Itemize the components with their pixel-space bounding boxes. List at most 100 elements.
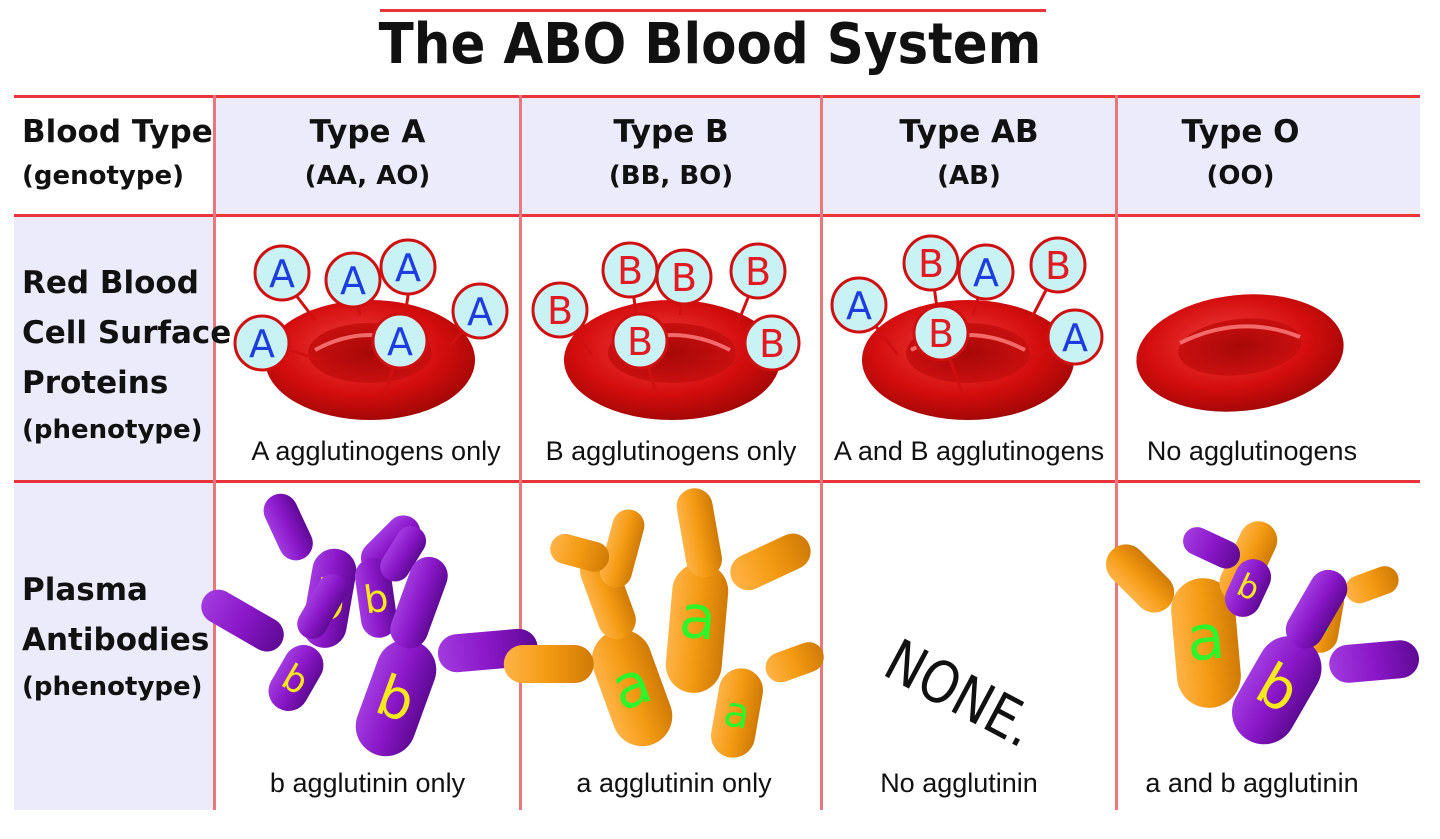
rbc-type-a: A A A A A A — [233, 238, 509, 420]
svg-text:B: B — [918, 242, 944, 286]
antigen-b-2: B — [601, 241, 659, 299]
type-a-name: Type A — [309, 114, 426, 150]
antigen-a-1: A — [253, 244, 311, 302]
plasma-caption-type-a: b agglutinin only — [269, 768, 466, 798]
svg-text:B: B — [617, 249, 643, 293]
rbc-caption-type-ab: A and B agglutinogens — [833, 436, 1105, 466]
type-o-genotype: (OO) — [1206, 161, 1275, 191]
antibodies-type-b: a a a — [503, 488, 824, 758]
grid-line-col-4 — [1115, 95, 1118, 810]
antibody-a-4 — [550, 509, 645, 588]
none-label: NONE. — [874, 625, 1047, 761]
rbc-caption-type-a: A agglutinogens only — [251, 436, 501, 466]
rbc-caption-type-b: B agglutinogens only — [545, 436, 797, 466]
antigen-a-5: A — [233, 314, 291, 372]
header-row-bg — [214, 96, 1420, 216]
antibody-b-2: b — [1232, 569, 1420, 745]
rbc-type-ab: A B A B A B — [830, 234, 1104, 420]
plasma-row-label: Plasma Antibodies (phenotype) — [22, 565, 209, 709]
rbc-row-label: Red Blood Cell Surface Proteins (phenoty… — [22, 258, 231, 452]
header-label: Blood Type (genotype) — [22, 110, 213, 198]
svg-text:B: B — [671, 256, 697, 300]
antigen-a-4: A — [451, 282, 509, 340]
svg-text:A: A — [973, 251, 999, 295]
svg-text:B: B — [928, 312, 954, 356]
header-type-o: Type O (OO) — [1118, 110, 1363, 198]
svg-text:B: B — [745, 250, 771, 294]
grid-line-top — [14, 95, 1420, 98]
header-label-line1: Blood Type — [22, 114, 213, 150]
antibody-b-1: b — [1183, 527, 1272, 617]
rbc-label-line2: Cell Surface — [22, 315, 232, 351]
antibody-b-3: b — [201, 574, 348, 711]
svg-text:A: A — [387, 320, 413, 364]
antibody-b-2: b — [354, 526, 427, 638]
red-blood-cell — [1136, 294, 1344, 412]
antigen-b-4: B — [729, 242, 787, 300]
antigen-a-1: A — [830, 276, 888, 334]
antigen-b-6: B — [611, 312, 669, 370]
red-blood-cell — [265, 300, 475, 420]
type-ab-name: Type AB — [899, 114, 1039, 150]
svg-text:A: A — [846, 284, 872, 328]
rbc-label-line4: (phenotype) — [22, 415, 203, 445]
plasma-label-line2: Antibodies — [22, 622, 210, 658]
type-b-genotype: (BB, BO) — [608, 161, 734, 191]
antibody-a-1: a — [665, 488, 811, 693]
svg-text:A: A — [395, 246, 421, 290]
antibodies-type-o: a b a b — [1105, 521, 1420, 745]
label-column-bg — [14, 216, 214, 810]
type-ab-genotype: (AB) — [937, 161, 1001, 191]
antigen-a-2: A — [324, 251, 382, 309]
header-type-b: Type B (BB, BO) — [522, 110, 820, 198]
grid-line-col-2 — [519, 95, 522, 810]
type-b-name: Type B — [613, 114, 729, 150]
svg-text:A: A — [269, 252, 295, 296]
header-type-ab: Type AB (AB) — [823, 110, 1115, 198]
grid-line-header-bottom — [14, 214, 1420, 217]
plasma-caption-type-o: a and b agglutinin — [1145, 768, 1359, 798]
antigen-b-3: B — [912, 304, 970, 362]
antibodies-type-a: b b b b — [201, 493, 538, 757]
svg-text:A: A — [340, 259, 366, 303]
svg-text:B: B — [1045, 244, 1071, 288]
rbc-label-line3: Proteins — [22, 365, 169, 401]
svg-text:a: a — [1183, 600, 1227, 676]
svg-text:B: B — [627, 320, 653, 364]
rbc-type-b: B B B B B B — [531, 241, 801, 420]
svg-text:B: B — [547, 289, 573, 333]
antibody-a-2: a — [503, 552, 673, 747]
antigen-b-3: B — [655, 248, 713, 306]
svg-text:a: a — [677, 582, 720, 655]
svg-text:A: A — [249, 322, 275, 366]
type-a-genotype: (AA, AO) — [304, 161, 431, 191]
grid-line-col-1 — [213, 95, 216, 810]
plasma-caption-type-ab: No agglutinin — [880, 768, 1038, 798]
antigen-b-1: B — [531, 281, 589, 339]
plasma-label-line3: (phenotype) — [22, 672, 203, 702]
antibody-a-3: a — [711, 642, 824, 758]
header-label-line2: (genotype) — [22, 161, 185, 191]
svg-text:A: A — [1062, 316, 1088, 360]
rbc-type-o — [1136, 294, 1344, 412]
grid-line-col-3 — [820, 95, 823, 810]
antigen-b-2: B — [1029, 236, 1087, 294]
red-blood-cell — [564, 300, 780, 420]
title-rule — [380, 9, 1046, 12]
svg-text:A: A — [467, 290, 493, 334]
type-o-name: Type O — [1181, 114, 1300, 150]
svg-text:B: B — [759, 322, 785, 366]
plasma-caption-type-b: a agglutinin only — [576, 768, 772, 798]
rbc-caption-type-o: No agglutinogens — [1146, 436, 1358, 466]
antigen-a-3: A — [1046, 308, 1104, 366]
red-blood-cell — [862, 300, 1074, 420]
antigen-b-5: B — [743, 314, 801, 372]
antigen-b-1: B — [902, 234, 960, 292]
antigen-a-6: A — [371, 312, 429, 370]
rbc-label-line1: Red Blood — [22, 265, 199, 301]
antigen-a-3: A — [379, 238, 437, 296]
header-type-a: Type A (AA, AO) — [216, 110, 519, 198]
antibody-a-1: a — [1105, 521, 1278, 708]
page-title: The ABO Blood System — [378, 12, 1042, 77]
grid-line-rbc-bottom — [14, 480, 1420, 483]
